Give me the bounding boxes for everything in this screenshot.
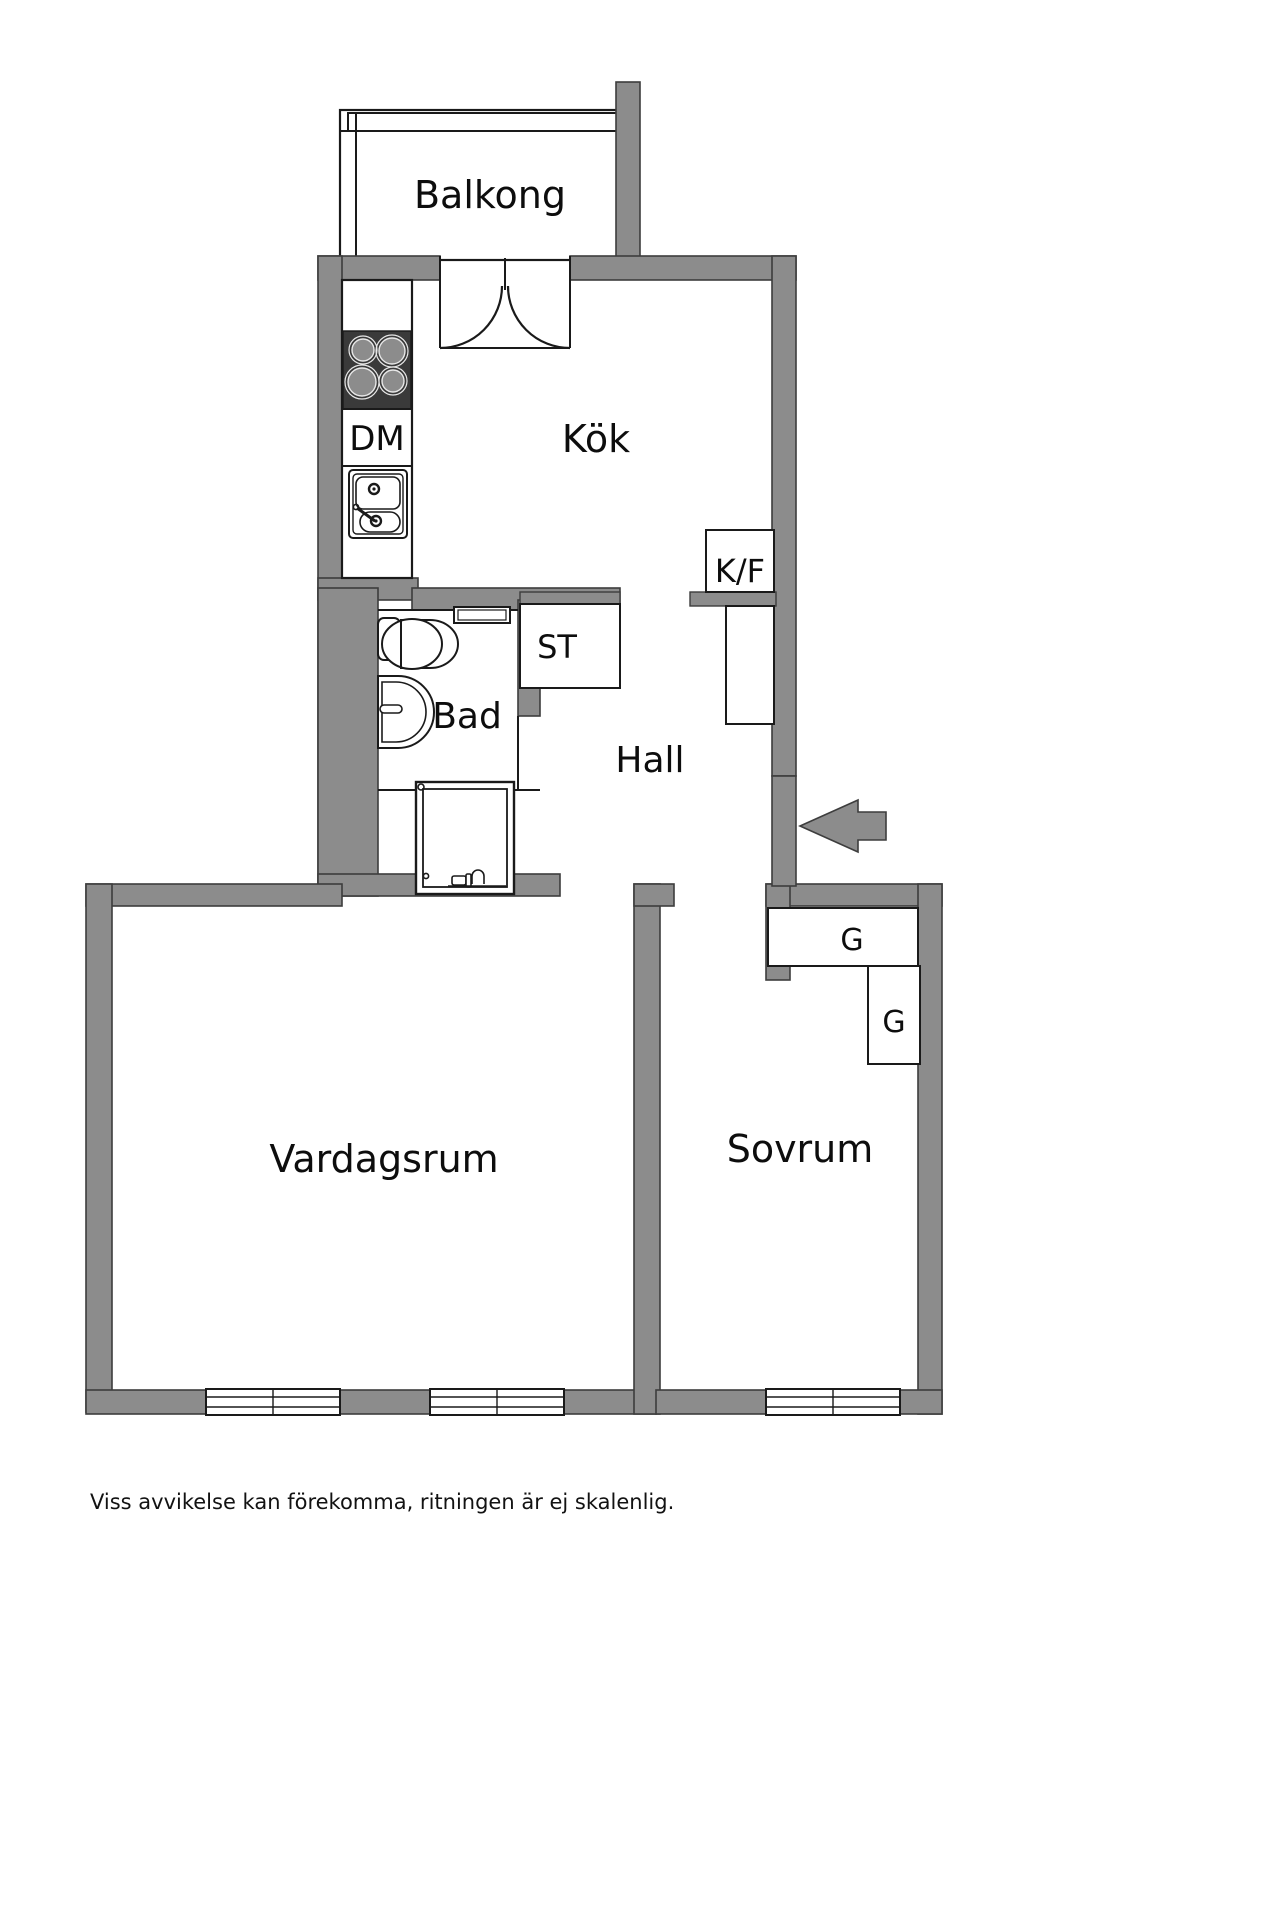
room-label-kok: Kök xyxy=(562,417,630,461)
balcony-railing xyxy=(340,112,638,132)
room-labels: Balkong Kök DM ST Bad Hall K/F Vardagsru… xyxy=(269,173,905,1181)
shower-cabin-icon xyxy=(414,780,516,896)
window-living-right-icon xyxy=(429,1388,565,1416)
toilet-icon xyxy=(377,617,459,670)
kitchen-stove-icon xyxy=(342,330,412,410)
balcony-door xyxy=(439,256,571,350)
disclaimer-text: Viss avvikelse kan förekomma, ritningen … xyxy=(90,1490,674,1514)
storage-st xyxy=(519,603,621,689)
room-label-vardagsrum: Vardagsrum xyxy=(269,1137,498,1181)
entrance-direction-arrow-icon xyxy=(798,798,887,854)
room-label-balkong: Balkong xyxy=(414,173,566,217)
room-label-kf: K/F xyxy=(715,552,765,590)
room-label-garderob-1: G xyxy=(840,923,863,958)
room-label-bad: Bad xyxy=(432,696,502,737)
kitchen-sink-icon xyxy=(348,469,408,539)
kitchen-counter xyxy=(340,278,414,580)
room-label-st: ST xyxy=(537,628,577,666)
room-label-dm: DM xyxy=(349,419,405,459)
fridge-freezer-icon xyxy=(705,529,775,725)
room-label-garderob-2: G xyxy=(882,1005,905,1040)
window-living-left-icon xyxy=(205,1388,341,1416)
balcony-area xyxy=(338,108,640,262)
room-label-hall: Hall xyxy=(615,740,684,781)
bathroom-counter-icon xyxy=(453,606,511,624)
walls xyxy=(85,81,943,1415)
bathroom-sink-icon xyxy=(377,675,435,749)
windows xyxy=(205,1388,901,1416)
room-label-sovrum: Sovrum xyxy=(727,1127,874,1171)
bathroom-area xyxy=(377,606,540,791)
bedroom-closets xyxy=(767,907,921,1065)
window-bedroom-icon xyxy=(765,1388,901,1416)
